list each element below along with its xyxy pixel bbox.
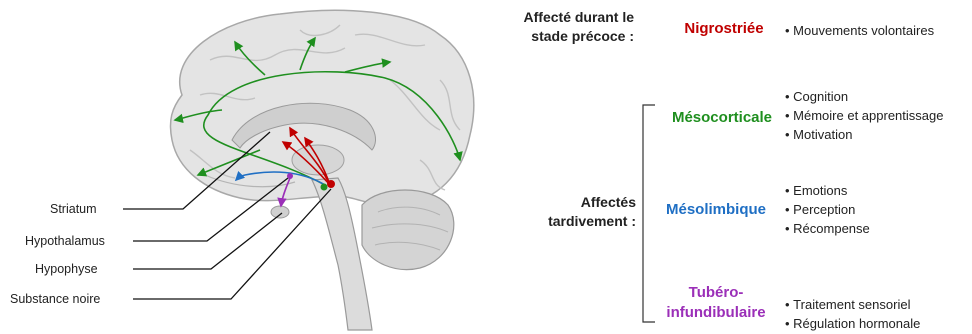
pathway-tubero: Tubéro- infundibulaire — [656, 283, 776, 323]
pathway-mesocorticale: Mésocorticale — [660, 108, 784, 128]
label-hypophyse: Hypophyse — [35, 261, 98, 277]
group-late: Affectés tardivement : — [548, 193, 636, 231]
functions-mesolimbique: Emotions Perception Récompense — [785, 181, 870, 238]
functions-nigrostriee: Mouvements volontaires — [785, 21, 934, 40]
label-hypothalamus: Hypothalamus — [25, 233, 105, 249]
function-item: Traitement sensoriel — [785, 295, 920, 314]
function-item: Mémoire et apprentissage — [785, 106, 943, 125]
label-substance-noire: Substance noire — [10, 291, 100, 307]
functions-mesocorticale: Cognition Mémoire et apprentissage Motiv… — [785, 87, 943, 144]
substantia-nigra-dot — [327, 180, 335, 188]
leader-substance-noire — [133, 189, 331, 299]
pathway-mesolimbique: Mésolimbique — [654, 200, 778, 220]
function-item: Emotions — [785, 181, 870, 200]
function-item: Régulation hormonale — [785, 314, 920, 333]
functions-tubero: Traitement sensoriel Régulation hormonal… — [785, 295, 920, 333]
vta-dot — [321, 184, 328, 191]
cerebellum — [362, 190, 454, 270]
function-item: Mouvements volontaires — [785, 21, 934, 40]
pathway-nigrostriee: Nigrostriée — [668, 19, 780, 39]
label-striatum: Striatum — [50, 201, 97, 217]
function-item: Cognition — [785, 87, 943, 106]
function-item: Motivation — [785, 125, 943, 144]
function-item: Perception — [785, 200, 870, 219]
function-item: Récompense — [785, 219, 870, 238]
group-early: Affecté durant le stade précoce : — [524, 8, 634, 46]
